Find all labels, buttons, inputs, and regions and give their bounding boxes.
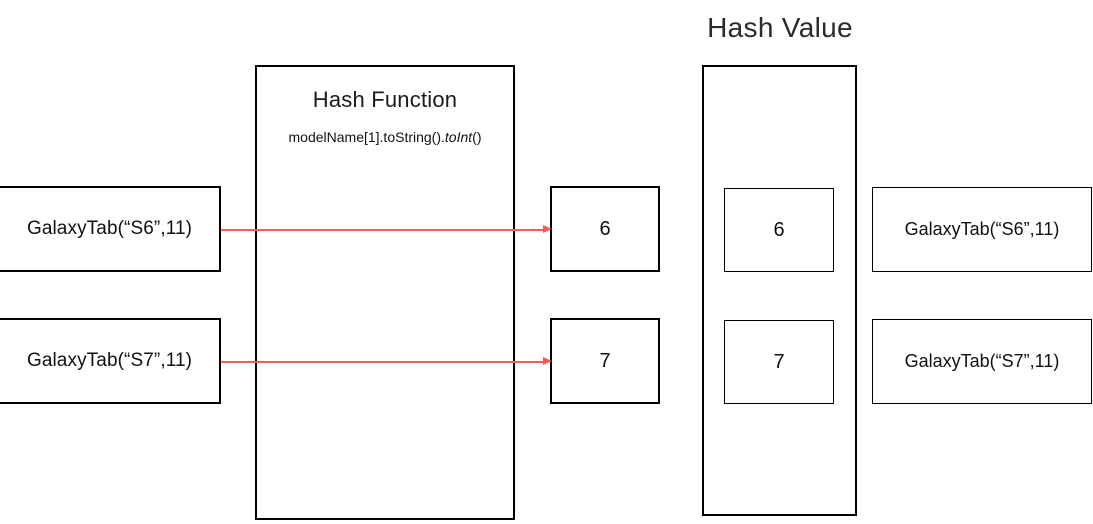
hash-result-box-2: 7 <box>550 318 660 404</box>
input-box-2: GalaxyTab(“S7”,11) <box>0 318 221 404</box>
arrow-line-1 <box>221 229 543 231</box>
hash-result-value-1: 6 <box>599 217 611 240</box>
hash-table-container <box>702 65 857 516</box>
input-label-2: GalaxyTab(“S7”,11) <box>26 350 193 371</box>
arrow-line-2 <box>221 361 543 363</box>
hash-function-title: Hash Function <box>312 87 458 112</box>
stored-object-label-1: GalaxyTab(“S6”,11) <box>904 219 1060 239</box>
hash-expression-italic: toInt <box>444 129 473 145</box>
arrow-head-icon-1 <box>543 225 552 233</box>
hash-function-expression: modelName[1].toString().toInt() <box>257 129 513 145</box>
hash-function-box: Hash Function modelName[1].toString().to… <box>255 65 515 520</box>
input-label-1: GalaxyTab(“S6”,11) <box>26 218 193 239</box>
arrow-input-1-to-hash <box>221 225 552 233</box>
hash-result-value-2: 7 <box>599 349 611 372</box>
hash-table-slot-2: 7 <box>724 320 834 404</box>
hash-table-slot-value-2: 7 <box>773 350 785 373</box>
hash-table-slot-value-1: 6 <box>773 218 785 241</box>
arrow-input-2-to-hash <box>221 357 552 365</box>
hash-value-title: Hash Value <box>707 12 853 43</box>
stored-object-label-2: GalaxyTab(“S7”,11) <box>904 351 1060 371</box>
stored-object-box-1: GalaxyTab(“S6”,11) <box>872 187 1092 272</box>
input-box-1: GalaxyTab(“S6”,11) <box>0 186 221 272</box>
hash-expression-prefix: modelName[1].toString(). <box>288 129 445 145</box>
hash-result-box-1: 6 <box>550 186 660 272</box>
stored-object-box-2: GalaxyTab(“S7”,11) <box>872 319 1092 404</box>
hash-table-slot-1: 6 <box>724 188 834 272</box>
hash-expression-suffix: () <box>472 129 482 145</box>
arrow-head-icon-2 <box>543 357 552 365</box>
